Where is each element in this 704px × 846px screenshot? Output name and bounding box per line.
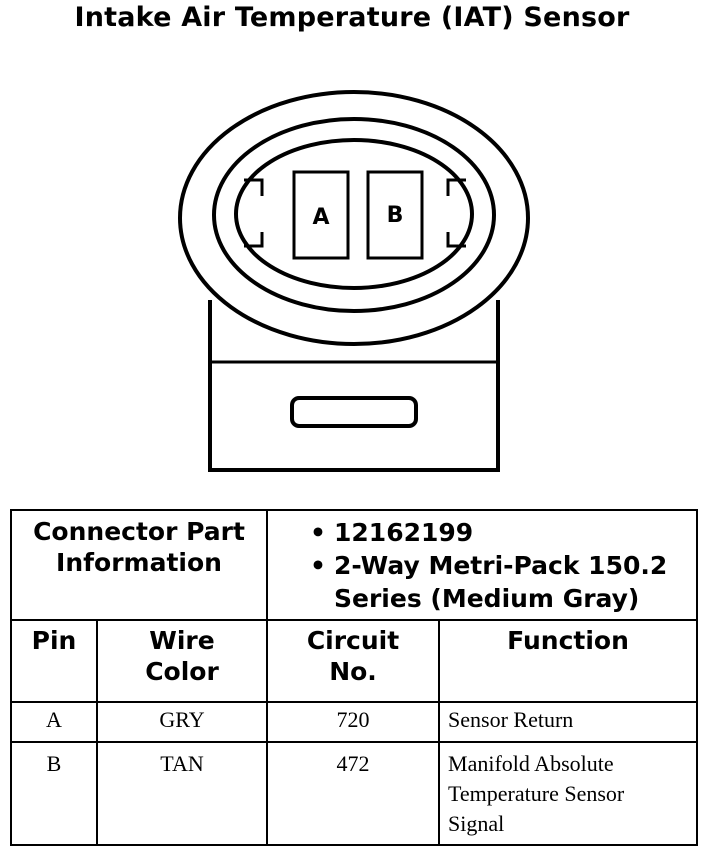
connector-part-row: Connector Part Information •12162199 •2-… bbox=[9, 509, 699, 621]
connector-type-line: •2-Way Metri-Pack 150.2 bbox=[310, 551, 668, 580]
connector-inner-cavity bbox=[234, 138, 474, 290]
pin-label-a: A bbox=[312, 205, 329, 230]
connector-seal-ring bbox=[212, 117, 496, 313]
column-header-row: Pin Wire Color Circuit No. Function bbox=[10, 619, 699, 703]
pin-cell: A bbox=[10, 701, 98, 743]
connector-part-info: •12162199 •2-Way Metri-Pack 150.2 Series… bbox=[266, 509, 699, 621]
pin-label-b: B bbox=[387, 203, 404, 228]
bullet-icon: • bbox=[310, 551, 326, 580]
table-row: B TAN 472 Manifold Absolute Temperature … bbox=[10, 741, 699, 846]
col-header-wire-color: Wire Color bbox=[95, 619, 269, 703]
col-header-pin: Pin bbox=[10, 619, 98, 703]
connector-housing-body bbox=[208, 300, 500, 472]
pin-cell: B bbox=[10, 741, 98, 846]
key-tab-upper-left bbox=[244, 178, 264, 196]
connector-info-table: Connector Part Information •12162199 •2-… bbox=[9, 509, 699, 846]
wire-color-cell: TAN bbox=[95, 741, 269, 846]
col-header-circuit-no: Circuit No. bbox=[266, 619, 441, 703]
page-title: Intake Air Temperature (IAT) Sensor bbox=[74, 2, 630, 33]
key-tab-lower-left bbox=[244, 232, 264, 248]
pin-cavity-b bbox=[366, 170, 424, 260]
connector-face-diagram: A B bbox=[178, 90, 530, 472]
circuit-cell: 720 bbox=[266, 701, 441, 743]
table-row: A GRY 720 Sensor Return bbox=[10, 701, 699, 743]
latch-slot bbox=[290, 396, 418, 428]
connector-outer-oval bbox=[178, 90, 530, 346]
col-header-function: Function bbox=[438, 619, 699, 703]
wire-color-cell: GRY bbox=[95, 701, 269, 743]
pin-cavity-a bbox=[292, 170, 350, 260]
circuit-cell: 472 bbox=[266, 741, 441, 846]
part-number-line: •12162199 bbox=[310, 518, 474, 547]
key-tab-lower-right bbox=[446, 232, 466, 248]
connector-part-label: Connector Part Information bbox=[9, 509, 269, 621]
key-tab-upper-right bbox=[446, 178, 466, 196]
connector-type-line-cont: Series (Medium Gray) bbox=[334, 584, 640, 613]
function-cell: Sensor Return bbox=[438, 701, 699, 743]
function-cell: Manifold Absolute Temperature Sensor Sig… bbox=[438, 741, 699, 846]
bullet-icon: • bbox=[310, 518, 326, 547]
